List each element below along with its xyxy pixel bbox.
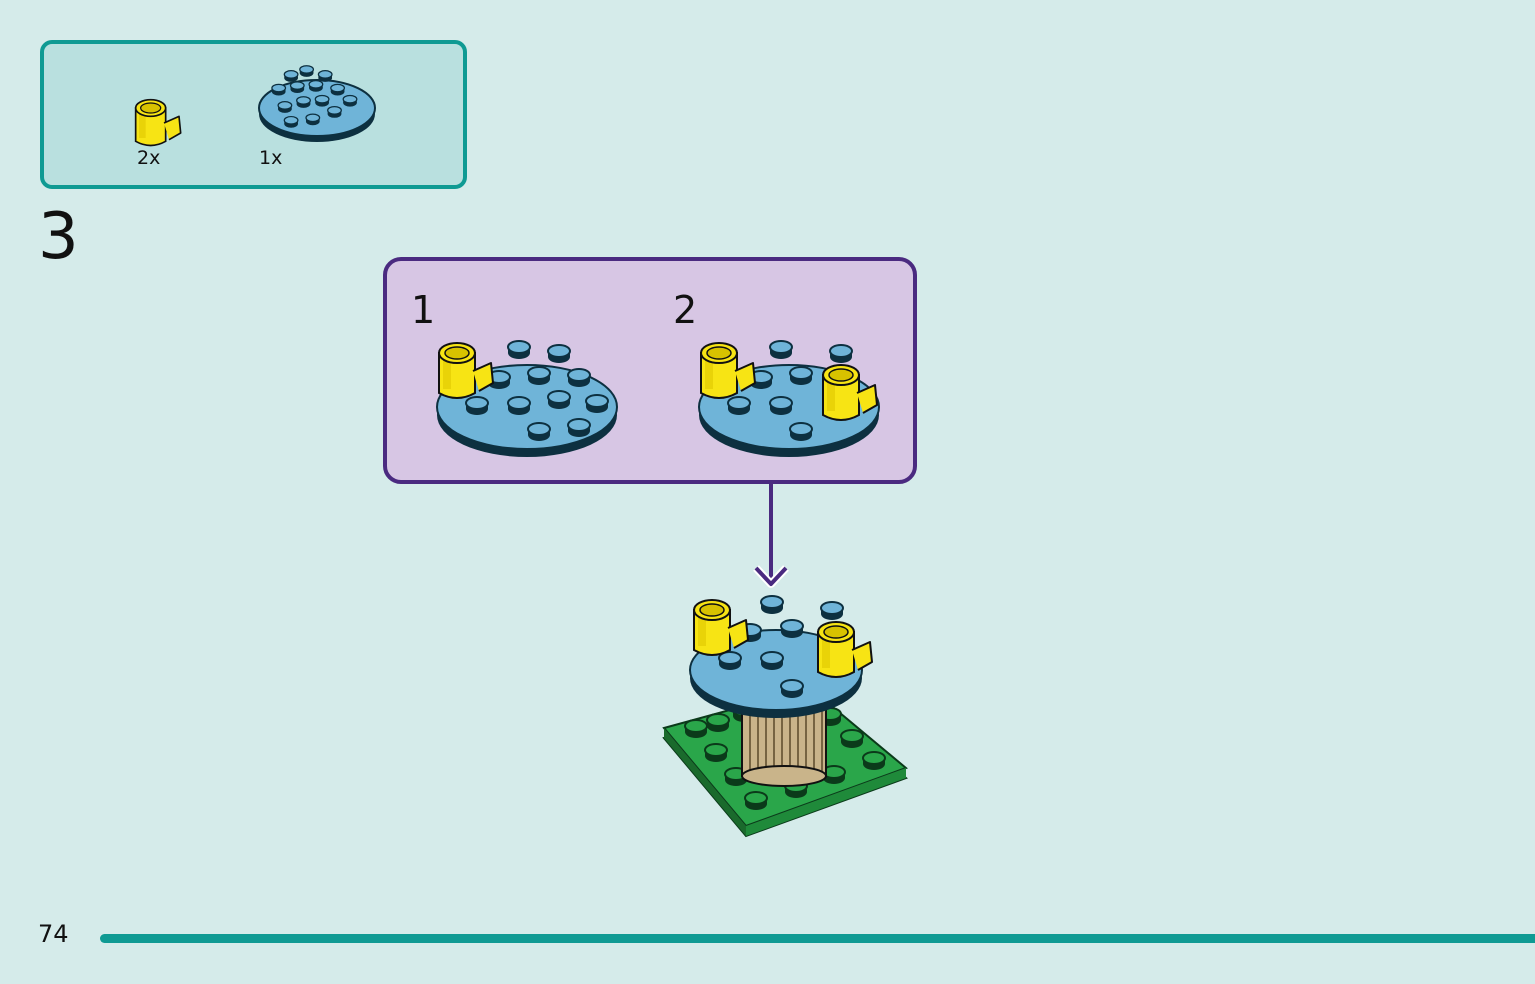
part-quantity: 1x xyxy=(259,147,283,169)
sub-assembly-box: 1 2 xyxy=(383,257,917,484)
sub-step-number: 2 xyxy=(673,288,698,332)
footer-divider xyxy=(100,934,1535,943)
sub-step-number: 1 xyxy=(411,288,436,332)
part-quantity: 2x xyxy=(137,147,161,169)
blue-round-plate-icon xyxy=(257,62,377,148)
page-number: 74 xyxy=(38,920,69,948)
yellow-cup-brick-icon xyxy=(134,98,184,148)
parts-list-box: 2x 1x xyxy=(40,40,467,189)
assembled-model-illustration xyxy=(662,595,908,838)
step-number: 3 xyxy=(38,200,79,274)
down-arrow-icon xyxy=(753,482,789,588)
sub-step-2-illustration xyxy=(698,340,880,457)
sub-step-1-illustration xyxy=(436,340,618,457)
